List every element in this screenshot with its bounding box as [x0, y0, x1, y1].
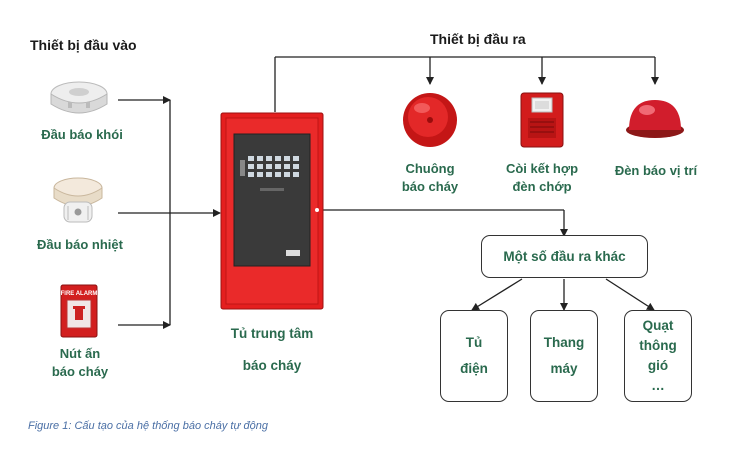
other-outputs-box: Một số đầu ra khác	[481, 235, 648, 278]
manual-call-point-icon: FIRE ALARM	[60, 284, 98, 338]
location-lamp-icon	[626, 100, 684, 138]
horn-strobe-label: Còi kết hợp đèn chớp	[505, 161, 579, 194]
horn-strobe-icon	[520, 92, 564, 148]
smoke-detector-icon	[50, 81, 108, 114]
call-point-text: FIRE ALARM	[61, 291, 98, 297]
fire-bell-label: Chuông báo cháy	[401, 161, 459, 194]
smoke-detector-label: Đầu báo khói	[41, 127, 123, 142]
figure-caption: Figure 1: Cấu tạo của hệ thống báo cháy …	[28, 420, 268, 432]
heat-detector-icon	[53, 177, 103, 223]
location-lamp-label: Đèn báo vị trí	[614, 163, 698, 178]
input-devices-header: Thiết bị đầu vào	[30, 37, 137, 53]
electrical-cabinet-box: Tủ điện	[440, 310, 508, 402]
output-devices-header: Thiết bị đầu ra	[430, 31, 526, 47]
fire-alarm-control-panel-icon	[220, 112, 324, 310]
control-panel-label: Tủ trung tâm báo cháy	[230, 326, 314, 373]
manual-call-point-label: Nút ấn báo cháy	[51, 346, 109, 379]
fire-bell-icon	[403, 93, 457, 147]
heat-detector-label: Đầu báo nhiệt	[37, 237, 123, 252]
elevator-box: Thang máy	[530, 310, 598, 402]
ventilation-fan-box: Quạt thông gió …	[624, 310, 692, 402]
